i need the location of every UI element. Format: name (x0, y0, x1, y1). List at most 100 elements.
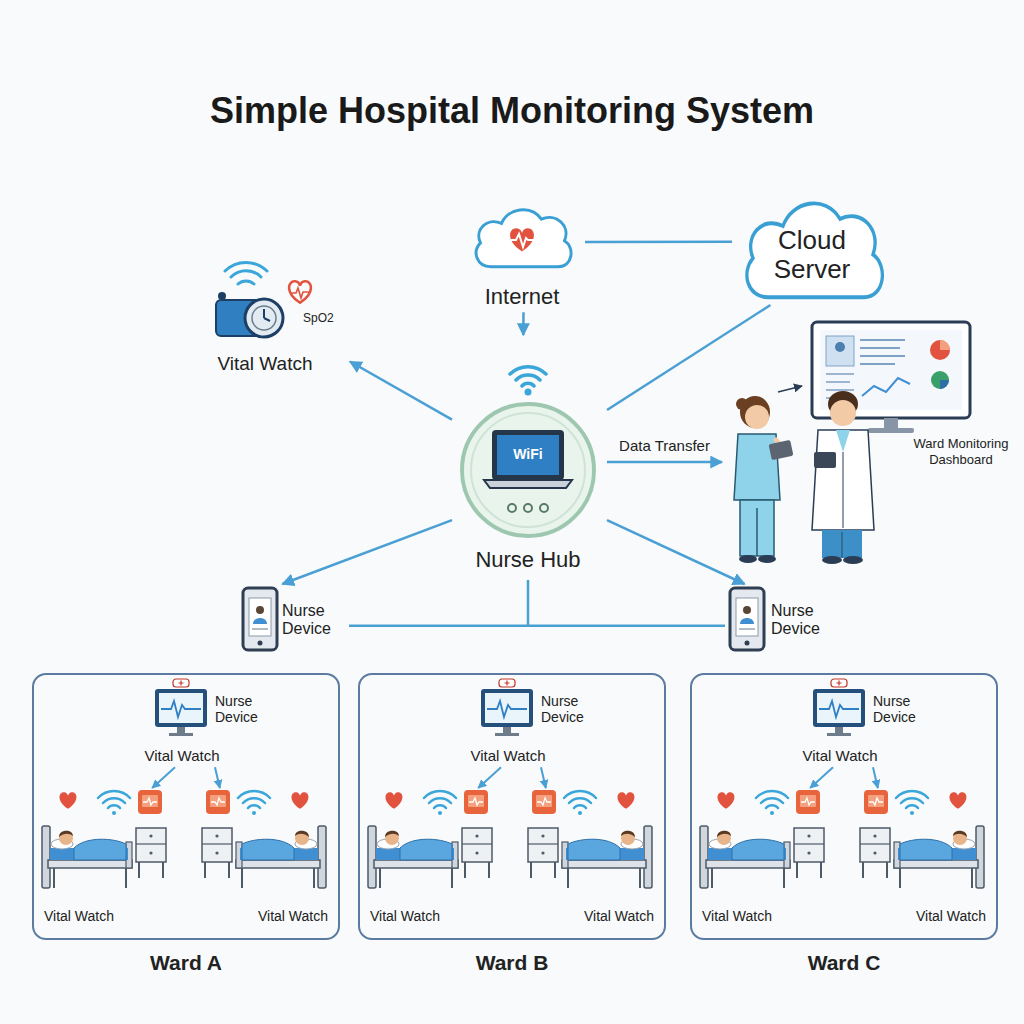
connector (873, 767, 878, 788)
node-text: Vital Watch (127, 747, 237, 764)
vital-watch-icon (216, 262, 311, 337)
dashboard-node: Ward Monitoring Dashboard (722, 318, 1019, 573)
dashboard-monitor-icon (940, 340, 950, 350)
dashboard-monitor-icon (884, 418, 898, 428)
node-text: Vital Watch (205, 353, 325, 375)
nurse-hub-icon (524, 504, 532, 512)
node-text: Vital Watch (453, 747, 563, 764)
nurse-hub-icon (540, 504, 548, 512)
connector (607, 305, 770, 410)
nurse-hub-icon (525, 389, 532, 396)
ward-illustrations (528, 790, 652, 888)
nurse-hub-icon (508, 504, 516, 512)
ward-nurse-device: Nurse DeviceVital Watch (785, 681, 945, 767)
ward-illustrations (700, 790, 824, 888)
vital-watch-node: SpO2Vital Watch (205, 248, 350, 380)
cloud-server-node: Cloud Server (732, 192, 892, 305)
doctor-figure (812, 430, 874, 530)
ward-illustrations (481, 679, 533, 736)
nurse-figure (756, 508, 758, 556)
node-text: Vital Watch (554, 908, 654, 924)
connector (350, 362, 452, 420)
edge-label: Data Transfer (616, 437, 713, 454)
ward-heading: Ward B (360, 951, 664, 975)
connector (349, 625, 725, 628)
node-text: Nurse Device (873, 693, 939, 725)
nurse-figure (778, 386, 802, 392)
dashboard-monitor-icon (835, 342, 845, 352)
hub-branch-line (527, 580, 530, 626)
doctor-figure (822, 530, 862, 558)
doctor-figure (822, 556, 842, 564)
internet-cloud-icon (511, 234, 533, 247)
nurse-hub-icon (510, 367, 546, 386)
nurse-hub-icon (497, 435, 559, 475)
doctor-figure (841, 532, 842, 558)
ward-illustrations (860, 790, 984, 888)
dashboard-monitor-icon (940, 380, 949, 389)
ward-box: Ward CNurse DeviceVital WatchVital Watch… (690, 673, 998, 940)
internet-cloud-icon (476, 210, 571, 267)
nurse-hub-icon (462, 404, 594, 536)
vital-watch-icon (245, 299, 283, 337)
node-text: Vital Watch (886, 908, 986, 924)
doctor-figure (830, 400, 856, 426)
nurse-hub-icon (471, 413, 585, 527)
nurse-figure (736, 398, 748, 410)
screen-logo-text: WiFi (497, 446, 559, 462)
internet-cloud-icon (476, 210, 571, 267)
node-text: SpO2 (303, 312, 343, 326)
doctor-figure (814, 452, 836, 468)
node-text: Nurse Hub (452, 547, 604, 572)
nurse-figure (745, 405, 769, 429)
connector (478, 767, 501, 788)
node-text: Vital Watch (702, 908, 802, 924)
connector (585, 240, 732, 243)
nurse-device-node: Nurse Device (725, 584, 840, 656)
dashboard-monitor-icon (812, 322, 970, 433)
vital-watch-icon (252, 306, 276, 330)
doctor-figure (812, 391, 874, 564)
doctor-figure (836, 430, 850, 452)
ward-box: Ward BNurse DeviceVital WatchVital Watch… (358, 673, 666, 940)
connector (522, 312, 525, 335)
internet-node: Internet (462, 200, 585, 312)
tablet-icons (243, 588, 764, 650)
cloud-server-icon (747, 203, 882, 297)
node-text: Nurse Device (771, 602, 837, 637)
internet-cloud-icon (510, 228, 534, 251)
ward-illustrations (368, 790, 492, 888)
node-text: Nurse Device (282, 602, 346, 637)
nurse-figure (739, 555, 757, 563)
node-text: Vital Watch (370, 908, 470, 924)
node-text: Nurse Device (541, 693, 607, 725)
vital-watch-icon (225, 262, 267, 284)
doctor-figure (843, 452, 844, 528)
node-text: Nurse Device (215, 693, 281, 725)
ward-nurse-device: Nurse DeviceVital Watch (127, 681, 287, 767)
connector (810, 767, 833, 788)
connector (215, 767, 220, 788)
ward-illustrations (42, 790, 166, 888)
diagram-title: Simple Hospital Monitoring System (0, 90, 1024, 132)
dashboard-monitor-icon (931, 371, 949, 389)
node-text: Vital Watch (44, 908, 144, 924)
bed-vital-watch: Vital Watch (848, 788, 990, 928)
bed-vital-watch: Vital Watch (366, 788, 508, 928)
node-text: Internet (462, 284, 582, 309)
nurse-figure (740, 500, 774, 556)
ward-illustrations (202, 790, 326, 888)
bed-vital-watch: Vital Watch (698, 788, 840, 928)
connector (607, 461, 722, 464)
nurse-hub-icon (492, 430, 564, 480)
doctor-figure (843, 556, 863, 564)
vital-watch-icon (291, 288, 309, 298)
tablet-icons (730, 588, 764, 650)
nurse-figure (758, 555, 776, 563)
nurse-hub-icon (462, 367, 594, 536)
dashboard-monitor-icon (930, 340, 950, 360)
ward-illustrations (813, 679, 865, 736)
dashboard-monitor-icon (862, 378, 910, 396)
dashboard-monitor-icon (826, 336, 854, 366)
